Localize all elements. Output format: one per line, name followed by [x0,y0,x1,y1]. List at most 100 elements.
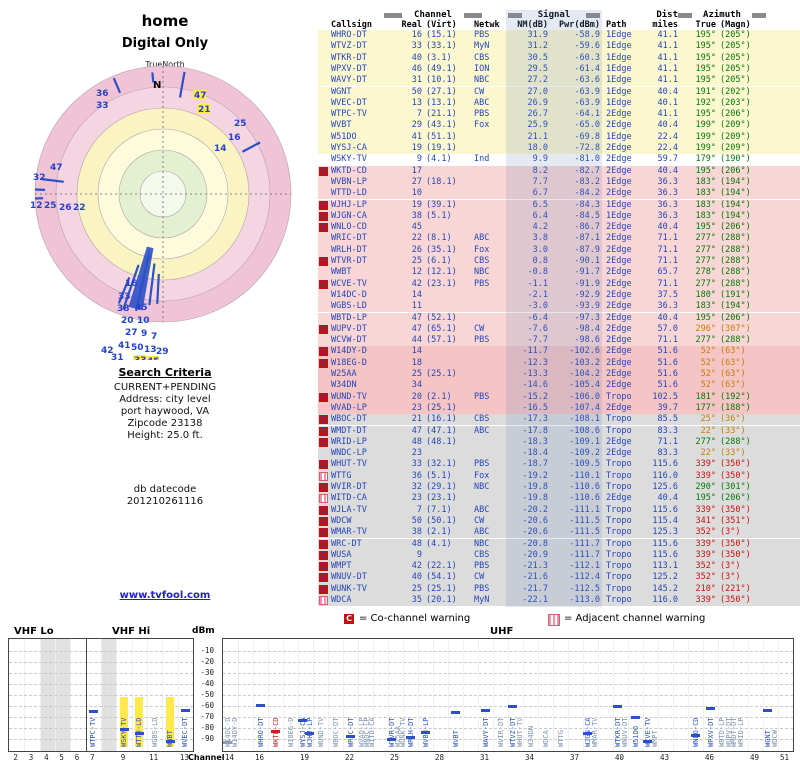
cell-di: 22.4 [657,131,678,142]
cell-pw: -109.5 [569,459,600,470]
signal-level-dash [706,706,715,710]
cell-mg: (206°) [720,165,751,176]
signal-level-dash [165,739,175,743]
cell-vi: (16.1) [426,414,457,425]
cell-di: 36.3 [657,176,678,187]
station-label: WRID-LP [736,717,745,747]
cell-pa: 2Edge [606,222,632,233]
cell-pa: Tropo [606,515,632,526]
search-criteria-line: port haywood, VA [120,406,210,417]
co-channel-marker: C [319,415,328,426]
co-channel-marker: C [319,550,328,561]
cell-nm: -11.7 [522,346,548,357]
cell-vi: (39.1) [426,199,457,210]
cell-ne: ABC [474,425,490,436]
cell-re: 47 [411,425,422,436]
cell-nm: -20.6 [522,527,548,538]
cell-di: 41.1 [657,30,678,40]
group-header-dist: Dist [656,10,678,20]
dbm-axis-label: dBm [192,626,215,636]
co-channel-marker: C [319,200,328,211]
co-channel-marker: C [319,460,328,471]
col-header-real: Real [401,20,422,30]
cell-az: 177° [695,402,716,413]
signal-level-dash [406,735,415,739]
cell-az: 183° [695,301,716,312]
cell-pa: 1Edge [606,131,632,142]
channel-tick-label: 16 [254,753,265,762]
cell-pw: -109.1 [569,436,600,447]
cell-di: 145.2 [652,583,678,594]
cell-nm: 6.4 [532,210,548,221]
cell-mg: (194°) [720,301,751,312]
search-criteria-line: CURRENT+PENDING [113,382,217,393]
cell-vi: (3.1) [426,52,452,63]
cell-az: 277° [695,244,716,255]
cell-pa: Tropo [606,572,632,583]
cell-vi: (4.1) [426,538,452,549]
cell-mg: (63°) [720,357,746,368]
cell-pw: -107.4 [569,402,600,413]
signal-level-dash [387,738,396,742]
station-label: W18EG-D [286,717,295,747]
search-criteria-line: Height: 25.0 ft. [127,430,203,441]
cell-az: 277° [695,335,716,346]
channel-tick-label: 28 [434,753,445,762]
cell-pw: -84.5 [574,210,600,221]
cell-az: 52° [700,380,716,391]
tvfool-link[interactable]: www.tvfool.com [119,590,211,601]
cell-nm: -19.8 [522,482,548,492]
cell-az: 179° [695,154,716,165]
cell-pa: 1Edge [606,86,632,97]
cell-re: 27 [411,176,422,187]
cell-pa: 2Edge [606,301,632,312]
cell-nm: -20.8 [522,538,548,549]
cell-re: 40 [411,572,422,583]
cell-pa: 2Edge [606,233,632,244]
cell-cs: WTKR-DT [331,52,367,63]
dbm-gridline [223,717,793,718]
cell-nm: 27.2 [527,75,548,86]
adjacent-channel-marker [319,471,328,481]
cell-nm: 27.0 [527,86,548,97]
cell-cs: WCVE-TV [331,278,367,289]
cell-cs: WUND-TV [331,391,367,402]
cell-vi: (43.1) [426,120,457,131]
cell-di: 40.4 [657,165,678,176]
cell-mg: (36°) [720,414,746,425]
cell-nm: -2.1 [527,289,548,300]
cell-mg: (307°) [720,323,751,334]
cell-di: 40.4 [657,222,678,233]
cell-pa: Tropo [606,482,632,492]
dbm-gridline [9,739,193,740]
co-channel-marker: C [319,528,328,539]
signal-level-dash [763,709,772,713]
cell-az: 52° [700,369,716,379]
cell-vi: (25.1) [426,402,457,413]
cell-nm: 29.5 [527,63,548,74]
cell-pw: -105.4 [569,380,600,391]
signal-level-dash [271,729,280,733]
cell-pw: -65.0 [574,120,600,131]
dbm-gridline [223,695,793,696]
cell-mg: (205°) [720,63,751,74]
signal-level-dash [88,709,98,713]
search-criteria-line: Zipcode 23138 [127,418,203,429]
cell-nm: -18.3 [522,436,548,447]
station-label: WAVY-DT [481,717,490,747]
cell-pa: 2Edge [606,143,632,153]
cell-az: 277° [695,233,716,244]
cell-mg: (192°) [720,391,751,402]
cell-pw: -108.1 [569,414,600,425]
cell-nm: 31.9 [527,30,548,40]
channel-tick-label: 9 [120,753,126,762]
cell-vi: (18.1) [426,176,457,187]
cell-az: 195° [695,109,716,120]
cell-pa: 2Edge [606,436,632,447]
